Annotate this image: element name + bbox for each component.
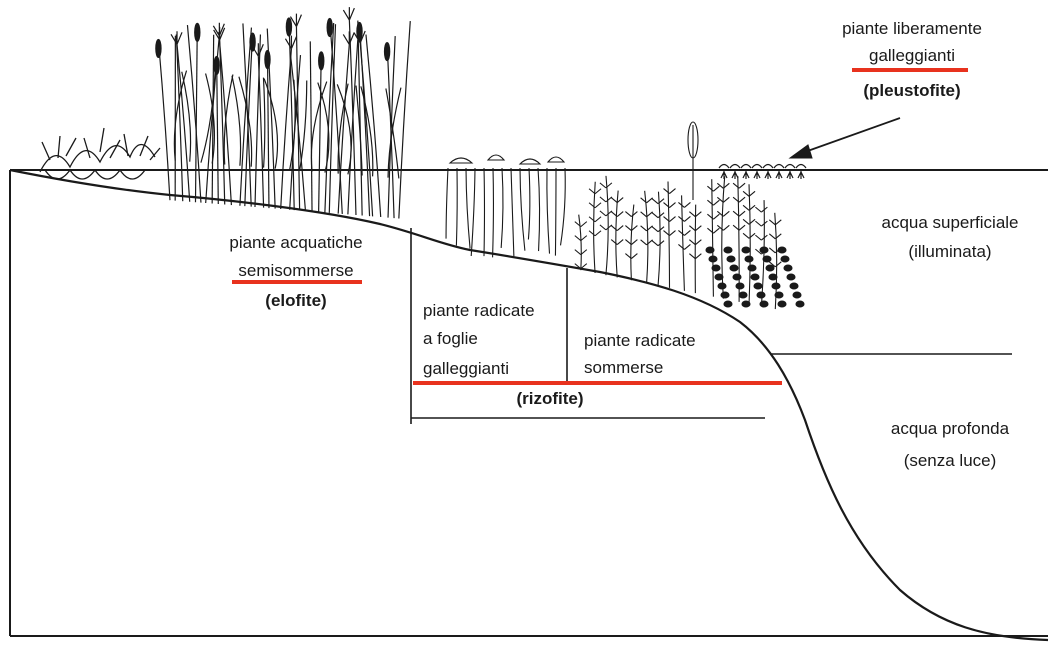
pleustofite-label-line2: galleggianti xyxy=(812,45,1012,67)
foglie-label-line3: galleggianti xyxy=(423,358,509,380)
pleustofite-group-label: (pleustofite) xyxy=(812,80,1012,102)
foglie-label-line1: piante radicate xyxy=(423,300,535,322)
reed-plants-icon xyxy=(156,7,410,218)
acqua-superficiale-label: acqua superficiale xyxy=(860,212,1040,234)
sommerse-label-line1: piante radicate xyxy=(584,330,696,352)
arrow-icon xyxy=(790,118,900,158)
illuminata-label: (illuminata) xyxy=(860,241,1040,263)
senza-luce-label: (senza luce) xyxy=(860,450,1040,472)
floating-plants-icon xyxy=(719,165,806,180)
elofite-label-line1: piante acquatiche xyxy=(196,232,396,254)
elofite-label-line2: semisommerse xyxy=(196,260,396,282)
pleustofite-label-line1: piante liberamente xyxy=(812,18,1012,40)
submerged-plants-icon xyxy=(575,122,804,309)
rizofite-group-label: (rizofite) xyxy=(470,388,630,410)
acqua-profonda-label: acqua profonda xyxy=(860,418,1040,440)
shore-shrub-icon xyxy=(40,128,160,179)
foglie-label-line2: a foglie xyxy=(423,328,478,350)
sommerse-label-line2: sommerse xyxy=(584,357,663,379)
elofite-group-label: (elofite) xyxy=(196,290,396,312)
